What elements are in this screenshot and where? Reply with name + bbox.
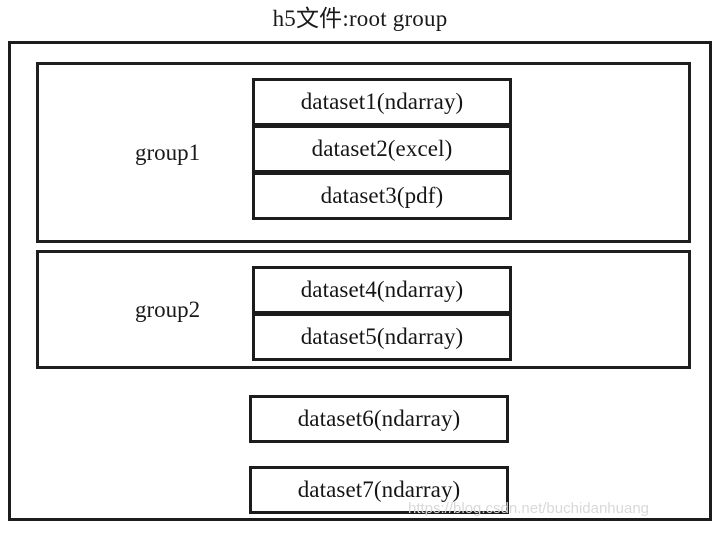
dataset-label-dataset1: dataset1(ndarray) (300, 89, 464, 114)
dataset-box-dataset3: dataset3(pdf) (252, 172, 512, 220)
dataset-label-dataset2: dataset2(excel) (311, 136, 453, 161)
dataset-label-dataset5: dataset5(ndarray) (300, 324, 464, 349)
dataset-label-dataset3: dataset3(pdf) (320, 183, 444, 208)
diagram-title: h5文件:root group (272, 6, 448, 31)
group-box-group2: group2 dataset4(ndarray) dataset5(ndarra… (36, 250, 691, 369)
dataset-box-dataset7: dataset7(ndarray) (249, 466, 509, 514)
dataset-box-dataset4: dataset4(ndarray) (252, 266, 512, 314)
dataset-label-dataset7: dataset7(ndarray) (297, 477, 461, 502)
group-label-group1: group1 (135, 139, 201, 165)
root-group-box: group1 dataset1(ndarray) dataset2(excel)… (8, 41, 712, 521)
group-label-group2: group2 (135, 296, 201, 322)
dataset-box-dataset1: dataset1(ndarray) (252, 78, 512, 126)
dataset-label-dataset6: dataset6(ndarray) (297, 406, 461, 431)
dataset-box-dataset5: dataset5(ndarray) (252, 313, 512, 361)
dataset-label-dataset4: dataset4(ndarray) (300, 277, 464, 302)
group-box-group1: group1 dataset1(ndarray) dataset2(excel)… (36, 62, 691, 243)
dataset-box-dataset6: dataset6(ndarray) (249, 395, 509, 443)
dataset-box-dataset2: dataset2(excel) (252, 125, 512, 173)
